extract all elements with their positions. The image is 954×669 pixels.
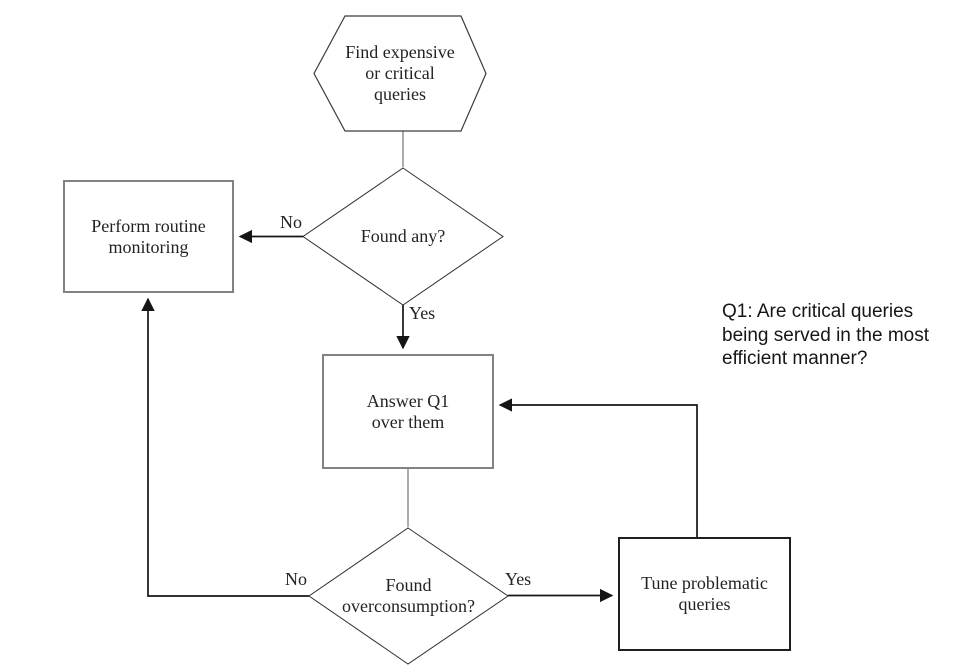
box-answer-q1 [322, 354, 494, 469]
arrow-overconsumption-no-to-monitoring [141, 297, 309, 597]
box-perform-monitoring [63, 180, 234, 293]
box-tune-queries [618, 537, 791, 651]
diamond-found-overconsumption [308, 527, 509, 665]
diamond-found-any [302, 167, 504, 306]
hexagon-find-queries [313, 15, 487, 132]
arrow-tune-loop-to-answer-q1 [498, 398, 698, 538]
